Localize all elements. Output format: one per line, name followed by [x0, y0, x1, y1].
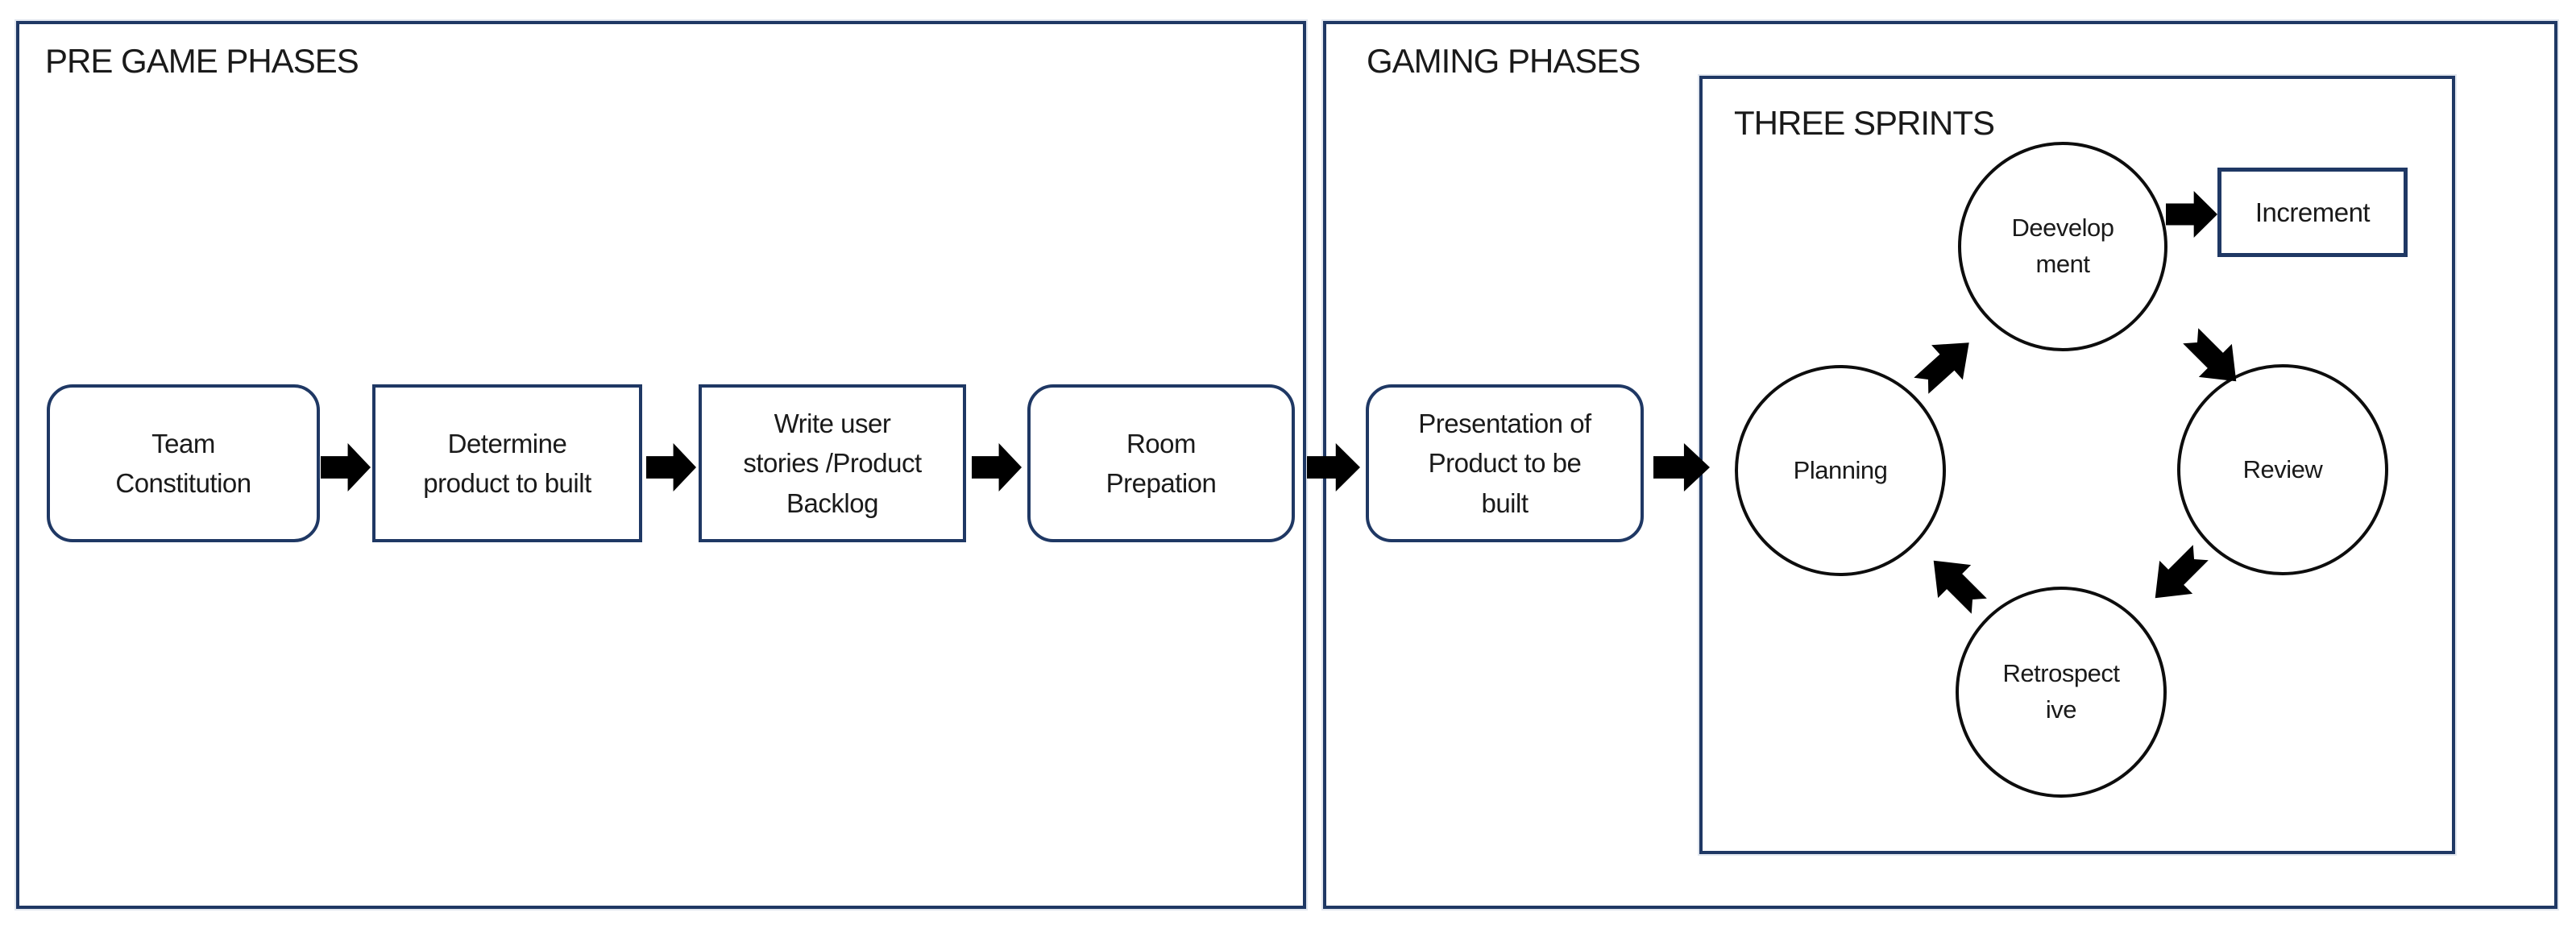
- step-presentation-of-product-label: Presentation of Product to be built: [1418, 408, 1591, 518]
- increment-arrow-icon: [2166, 191, 2217, 238]
- sprint-circle-development-label: Deevelop ment: [2011, 214, 2114, 278]
- step-team-constitution-label: Team Constitution: [115, 428, 251, 499]
- sprint-circle-retrospective-label: Retrospect ive: [2002, 659, 2120, 724]
- flow-arrow-icon: [321, 443, 371, 492]
- step-determine-product: Determine product to built: [372, 384, 642, 542]
- gaming-panel-title: GAMING PHASES: [1367, 42, 1641, 80]
- sprint-circle-review: Review: [2177, 364, 2388, 575]
- cycle-arrow-review-to-retrospective-icon: [2155, 545, 2209, 599]
- three-sprints-panel-title: THREE SPRINTS: [1734, 104, 1995, 142]
- step-room-preparation-label: Room Prepation: [1105, 428, 1217, 499]
- pre-game-panel-title: PRE GAME PHASES: [45, 42, 359, 80]
- cycle-arrow-planning-to-development-icon: [1914, 342, 1969, 394]
- cycle-arrow-retrospective-to-planning-icon: [1933, 560, 1987, 614]
- step-room-preparation: Room Prepation: [1027, 384, 1295, 542]
- step-write-user-stories-label: Write user stories /Product Backlog: [743, 408, 922, 518]
- step-write-user-stories: Write user stories /Product Backlog: [699, 384, 966, 542]
- step-team-constitution: Team Constitution: [47, 384, 320, 542]
- pre-game-panel: PRE GAME PHASES: [16, 21, 1306, 909]
- sprint-entry-arrow-icon: [1653, 443, 1710, 492]
- sprint-circle-development: Deevelop ment: [1958, 142, 2167, 351]
- sprint-circle-retrospective: Retrospect ive: [1956, 587, 2167, 798]
- increment-box: Increment: [2217, 168, 2408, 257]
- increment-box-label: Increment: [2255, 197, 2371, 227]
- sprint-circle-planning-label: Planning: [1793, 455, 1888, 484]
- cycle-arrow-development-to-review-icon: [2183, 328, 2237, 382]
- step-presentation-of-product: Presentation of Product to be built: [1366, 384, 1644, 542]
- sprint-circle-review-label: Review: [2242, 454, 2323, 483]
- flow-arrow-icon: [972, 443, 1022, 492]
- sprint-circle-planning: Planning: [1735, 365, 1946, 576]
- panel-transition-arrow-icon: [1307, 443, 1360, 492]
- step-determine-product-label: Determine product to built: [423, 428, 591, 499]
- flow-arrow-icon: [646, 443, 696, 492]
